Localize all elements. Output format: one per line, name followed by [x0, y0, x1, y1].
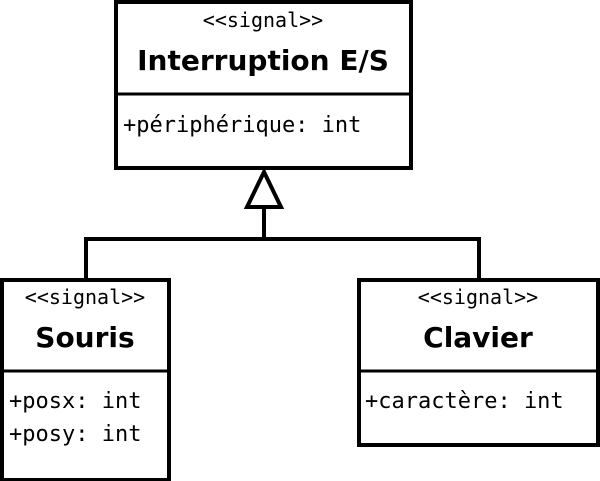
class-interruption-es: <<signal>> Interruption E/S +périphériqu…	[114, 0, 413, 170]
class-attribute: +caractère: int	[365, 389, 564, 414]
class-attribute: +posy: int	[9, 422, 141, 447]
class-attribute: +posx: int	[9, 389, 141, 414]
class-stereotype: <<signal>>	[25, 285, 145, 309]
class-name: Clavier	[423, 321, 533, 354]
generalization-connector	[84, 167, 481, 280]
class-box	[357, 278, 600, 447]
class-attribute: +périphérique: int	[123, 113, 361, 138]
class-name: Souris	[35, 321, 134, 354]
class-box	[114, 0, 413, 170]
clavier-to-parent-line	[264, 237, 481, 280]
class-name: Interruption E/S	[137, 44, 389, 77]
class-box	[0, 278, 171, 481]
class-stereotype: <<signal>>	[418, 285, 538, 309]
class-souris: <<signal>> Souris +posx: int +posy: int	[0, 278, 171, 481]
class-stereotype: <<signal>>	[203, 8, 323, 32]
souris-to-parent-line	[84, 207, 266, 280]
class-clavier: <<signal>> Clavier +caractère: int	[357, 278, 600, 447]
generalization-arrowhead	[243, 167, 285, 209]
